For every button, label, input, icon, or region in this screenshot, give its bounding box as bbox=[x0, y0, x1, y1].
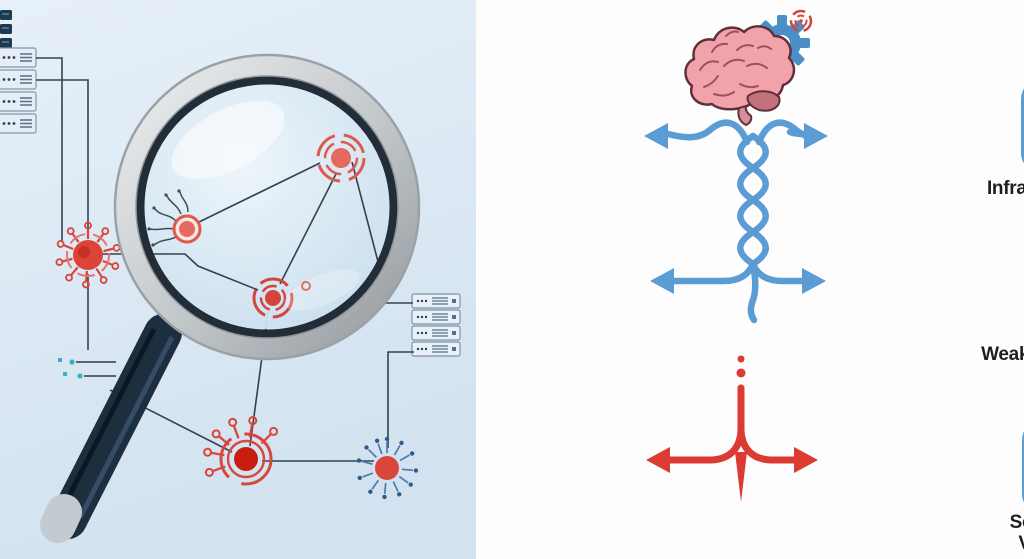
server-rack-icon bbox=[0, 47, 37, 134]
diagram-panel: Infrastrcture Issue Policy procedural fa… bbox=[476, 0, 1024, 559]
virus-node-icon bbox=[54, 221, 122, 289]
brain-gear-icon bbox=[684, 9, 813, 127]
infected-node-icon bbox=[202, 415, 280, 486]
blue-helix-connector bbox=[664, 119, 816, 324]
mini-server-icon bbox=[0, 10, 12, 48]
threat-network-illustration bbox=[0, 0, 476, 559]
label-infrastructure-issue: Infrastrcture Issue bbox=[986, 178, 1024, 199]
tile-infrastructure-issue bbox=[1021, 79, 1024, 173]
circuit-node-icon bbox=[355, 435, 420, 501]
connector-lines bbox=[644, 119, 828, 502]
lens-infected-node-icon bbox=[252, 277, 311, 319]
spiral-icon bbox=[789, 9, 813, 33]
magnifying-glass-icon bbox=[113, 53, 421, 361]
label-weak-authentication: Weak authenctation bbox=[981, 344, 1024, 365]
neuron-node-icon bbox=[147, 189, 202, 247]
tile-software-bug bbox=[1022, 420, 1024, 514]
target-node-icon bbox=[316, 133, 366, 183]
red-split-connector bbox=[646, 355, 818, 502]
blue-arrowheads bbox=[644, 123, 828, 294]
label-software-bug: Software bug Vulnerbility bbox=[1009, 512, 1024, 553]
server-rack-right-icon bbox=[411, 293, 461, 357]
brain-icon bbox=[684, 25, 796, 127]
circuit-traces bbox=[58, 358, 116, 379]
